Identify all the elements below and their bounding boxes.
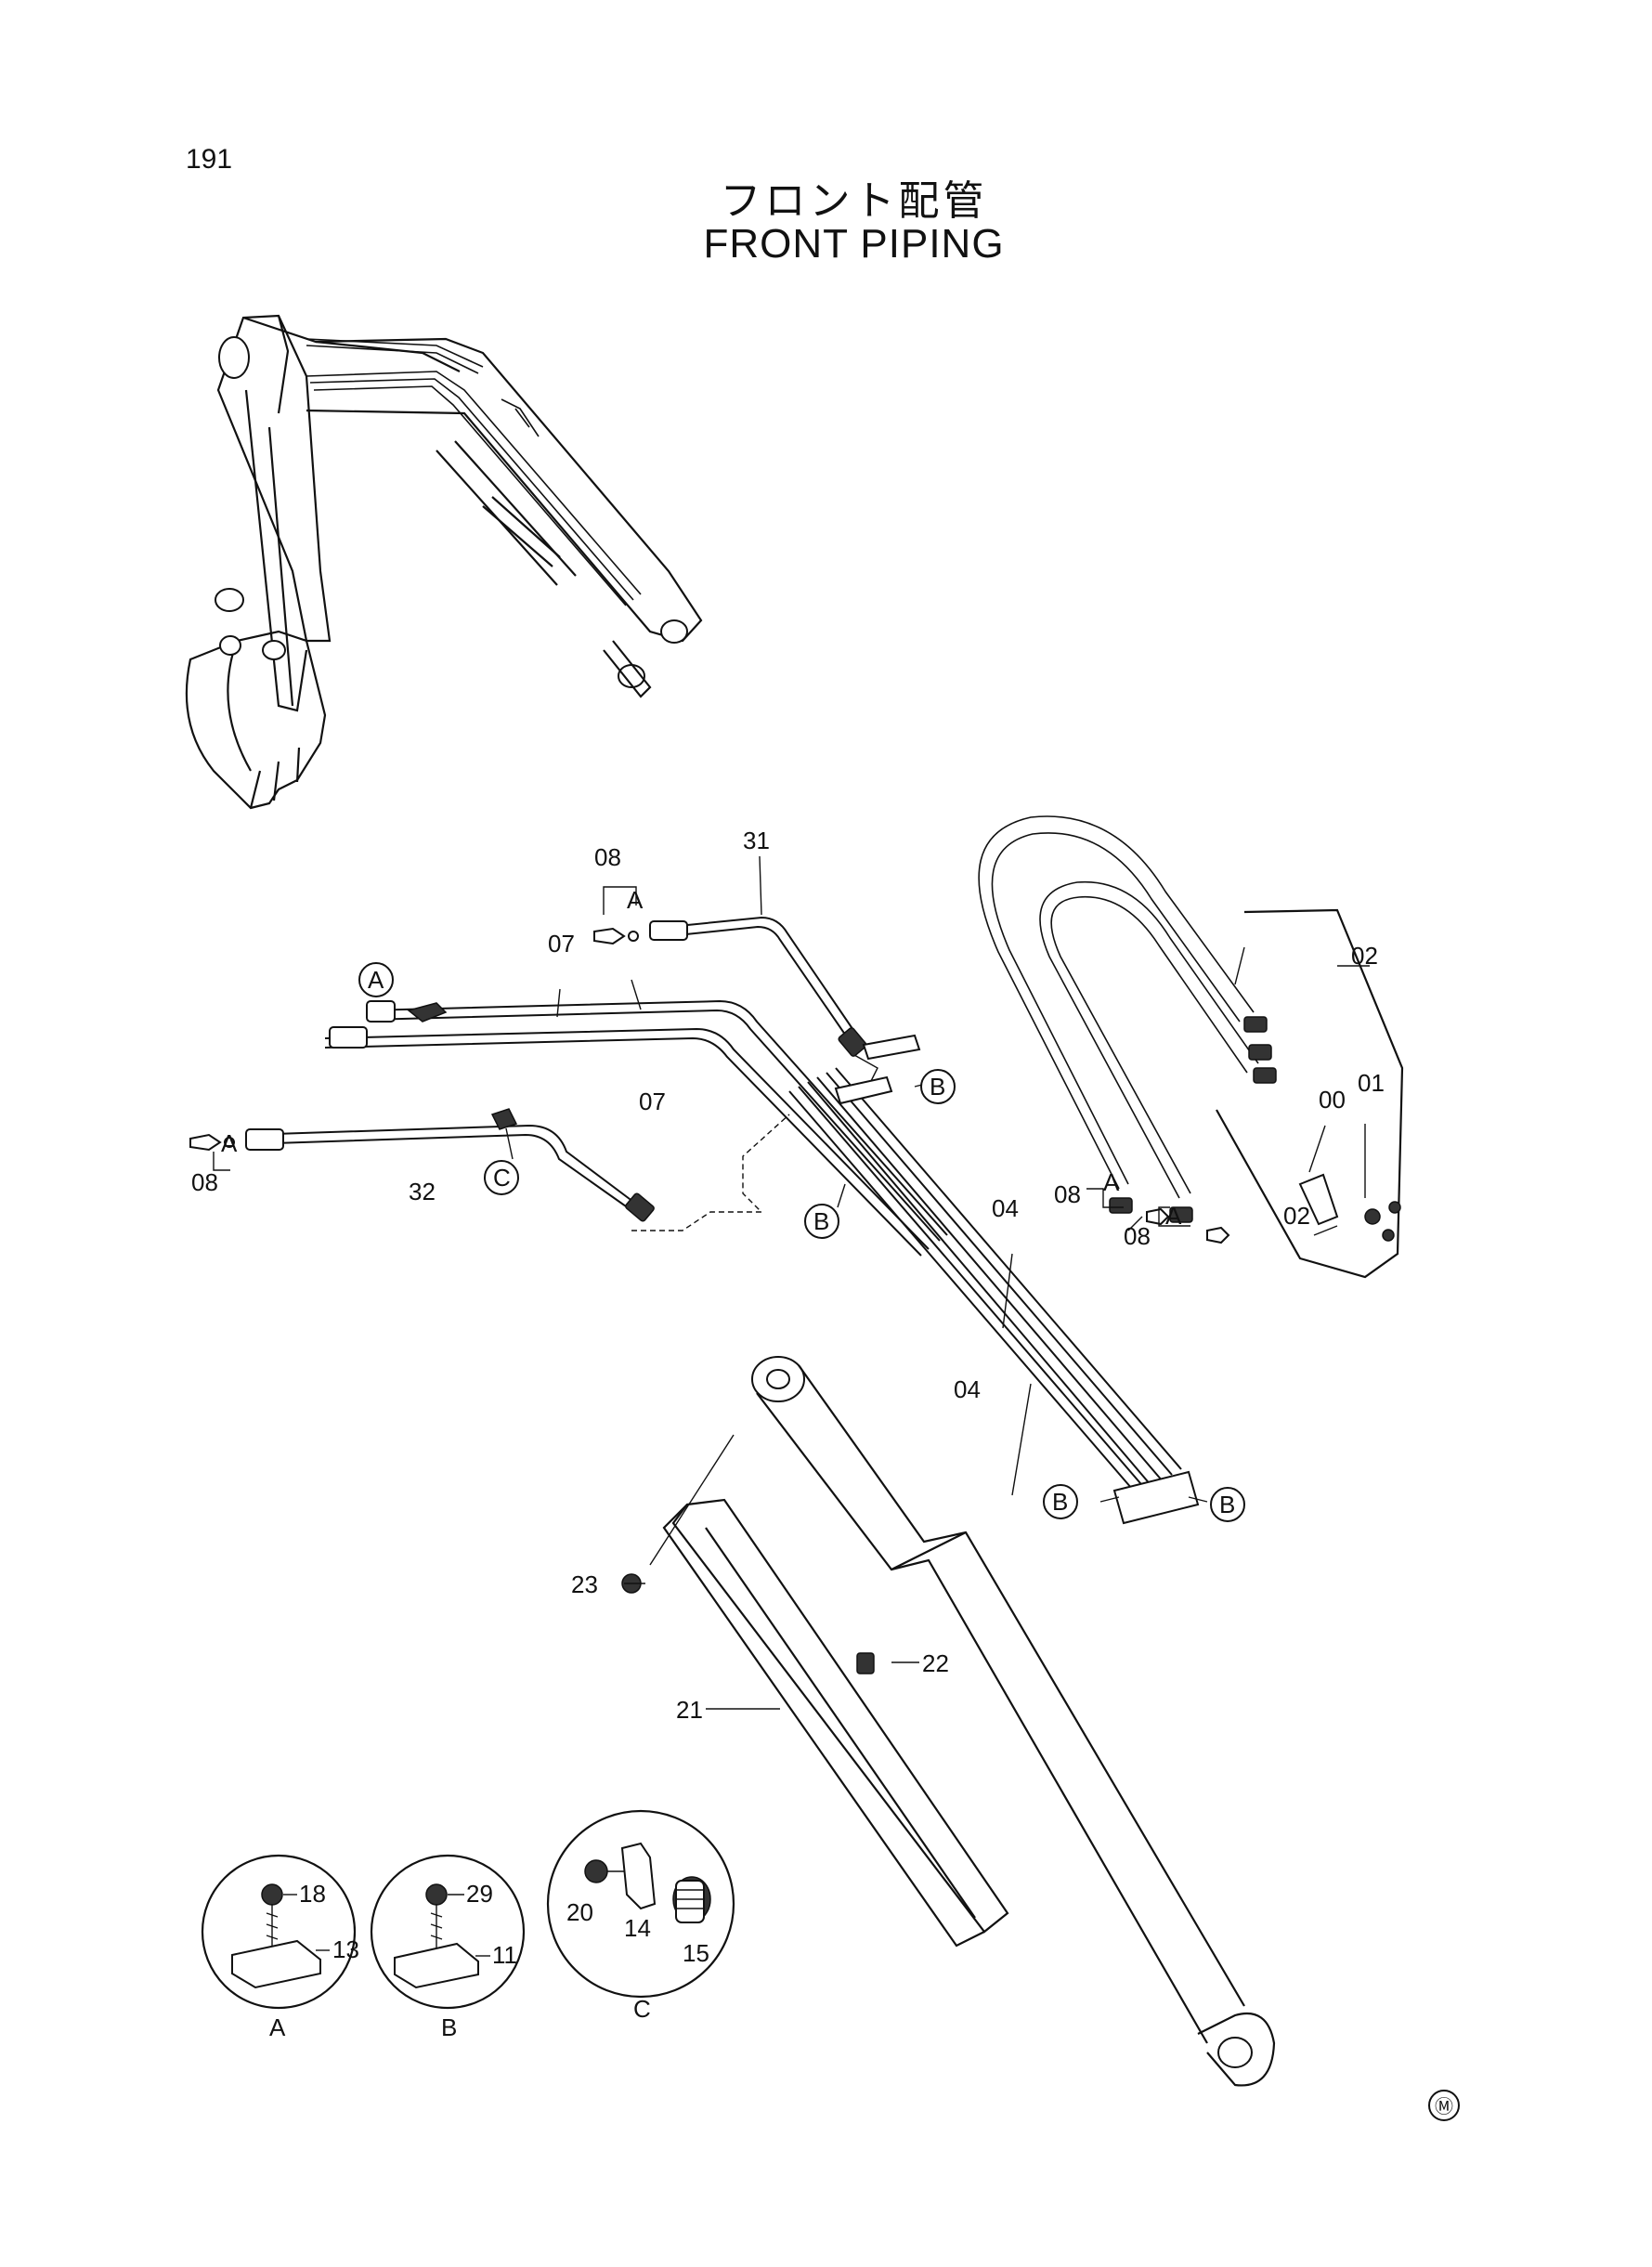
callout-31: 31 (743, 827, 770, 854)
detail-a-bolt: 18 (299, 1880, 326, 1908)
excavator-front-overview (185, 314, 703, 810)
detail-c-bolt: 20 (566, 1898, 593, 1926)
detail-view-c: 20 14 15 C (546, 1809, 735, 2023)
callout-02-top: 02 (1351, 942, 1378, 970)
callout-04-b: 04 (954, 1375, 981, 1403)
page-number: 191 (186, 144, 233, 175)
callout-02-bottom: 02 (1283, 1202, 1310, 1230)
hose-loop (978, 815, 1404, 1279)
ref-circle-a: A (368, 966, 384, 994)
circled-references: A C B B B B (358, 962, 1245, 1522)
callout-32: 32 (409, 1178, 436, 1205)
detail-c-bracket: 14 (624, 1914, 651, 1942)
title-japanese: フロント配管 (720, 177, 988, 225)
detail-b-bolt: 29 (466, 1880, 493, 1908)
title-english: FRONT PIPING (703, 221, 1005, 267)
detail-view-a: 18 13 A (201, 1854, 359, 2041)
callout-21: 21 (676, 1696, 703, 1724)
callout-01: 01 (1358, 1069, 1385, 1097)
callout-labels: 08 A 31 07 07 08 A 32 04 04 02 00 01 08 … (191, 827, 1385, 1724)
leader-lines (213, 855, 1370, 1710)
detail-a-clamp: 13 (332, 1935, 359, 1963)
detail-a-view: A (269, 2013, 286, 2041)
callout-08-left: 08 (191, 1168, 218, 1196)
callout-00: 00 (1319, 1086, 1346, 1114)
callout-08-right-1: 08 (1054, 1180, 1081, 1208)
boom-cylinder (751, 1356, 1276, 2087)
callout-22: 22 (922, 1649, 949, 1677)
ref-a-left: A (221, 1129, 238, 1157)
detail-b-view: B (441, 2013, 457, 2041)
callout-04-a: 04 (992, 1194, 1019, 1222)
callout-23: 23 (571, 1570, 598, 1598)
ref-a-right-1: A (1103, 1168, 1120, 1196)
detail-c-grommet: 15 (683, 1939, 709, 1967)
callout-07-top: 07 (548, 930, 575, 958)
cylinder-cover (621, 1498, 1009, 1948)
ref-circle-b-top: B (930, 1073, 945, 1101)
callout-08-right-2: 08 (1124, 1222, 1151, 1250)
ref-circle-b-mid: B (813, 1207, 829, 1235)
callout-07-mid: 07 (639, 1088, 666, 1115)
detail-b-clamp: 11 (492, 1941, 517, 1969)
corner-mark: Ⓜ (1428, 2090, 1460, 2121)
pipe-assembly (189, 916, 1200, 1525)
detail-view-b: 29 11 B (370, 1854, 526, 2041)
ref-a-right-2: A (1165, 1202, 1182, 1230)
ref-a-top: A (627, 886, 644, 914)
ref-circle-c: C (493, 1164, 511, 1192)
ref-circle-b-low-right: B (1219, 1491, 1235, 1518)
detail-c-view: C (633, 1995, 651, 2023)
callout-08-top: 08 (594, 843, 621, 871)
ref-circle-b-low-left: B (1052, 1488, 1068, 1516)
